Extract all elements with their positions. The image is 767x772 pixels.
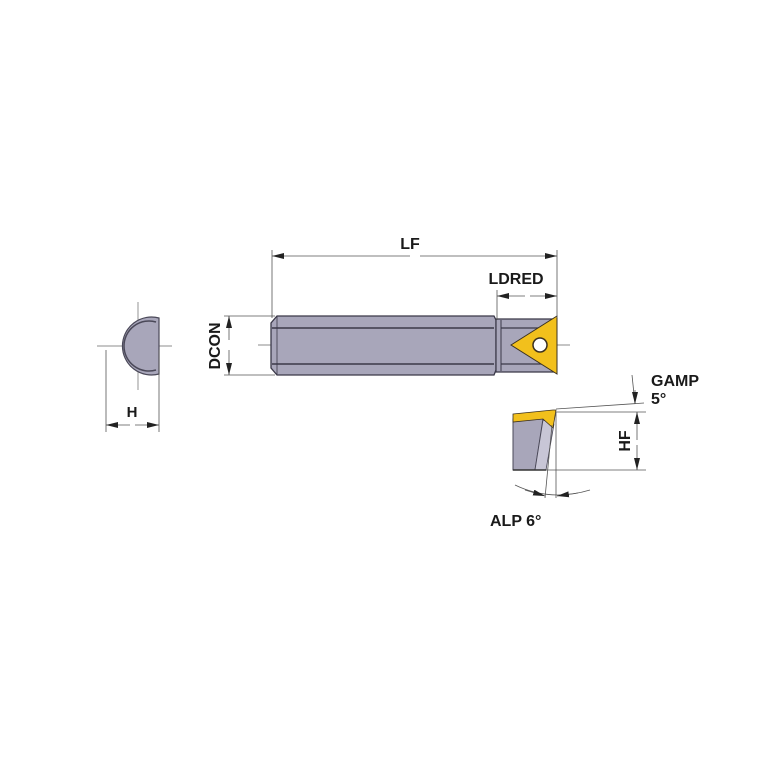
- end-view: H: [97, 302, 172, 432]
- alp-arrow-left: [524, 489, 546, 497]
- tip-insert: [512, 409, 557, 429]
- alp-arrow-right: [556, 491, 579, 498]
- alp-reference-line: [544, 424, 553, 499]
- inner-circle: [123, 320, 157, 372]
- shank-end-profile: [121, 316, 160, 376]
- shank-body: [270, 315, 497, 376]
- insert-screw-hole: [532, 337, 548, 353]
- alp-label: ALP 6°: [490, 513, 541, 530]
- tip-detail-view: GAMP 5° HF ALP 6°: [490, 373, 699, 530]
- ldred-label: LDRED: [488, 271, 543, 288]
- dcon-label: DCON: [207, 322, 224, 369]
- gamp-reference-line: [555, 402, 645, 410]
- gamp-value: 5°: [651, 391, 666, 408]
- hf-label: HF: [617, 430, 634, 452]
- side-view: LF LDRED DCON: [207, 236, 570, 376]
- lf-label: LF: [400, 236, 420, 253]
- h-label: H: [127, 404, 138, 421]
- gamp-label: GAMP: [651, 373, 699, 390]
